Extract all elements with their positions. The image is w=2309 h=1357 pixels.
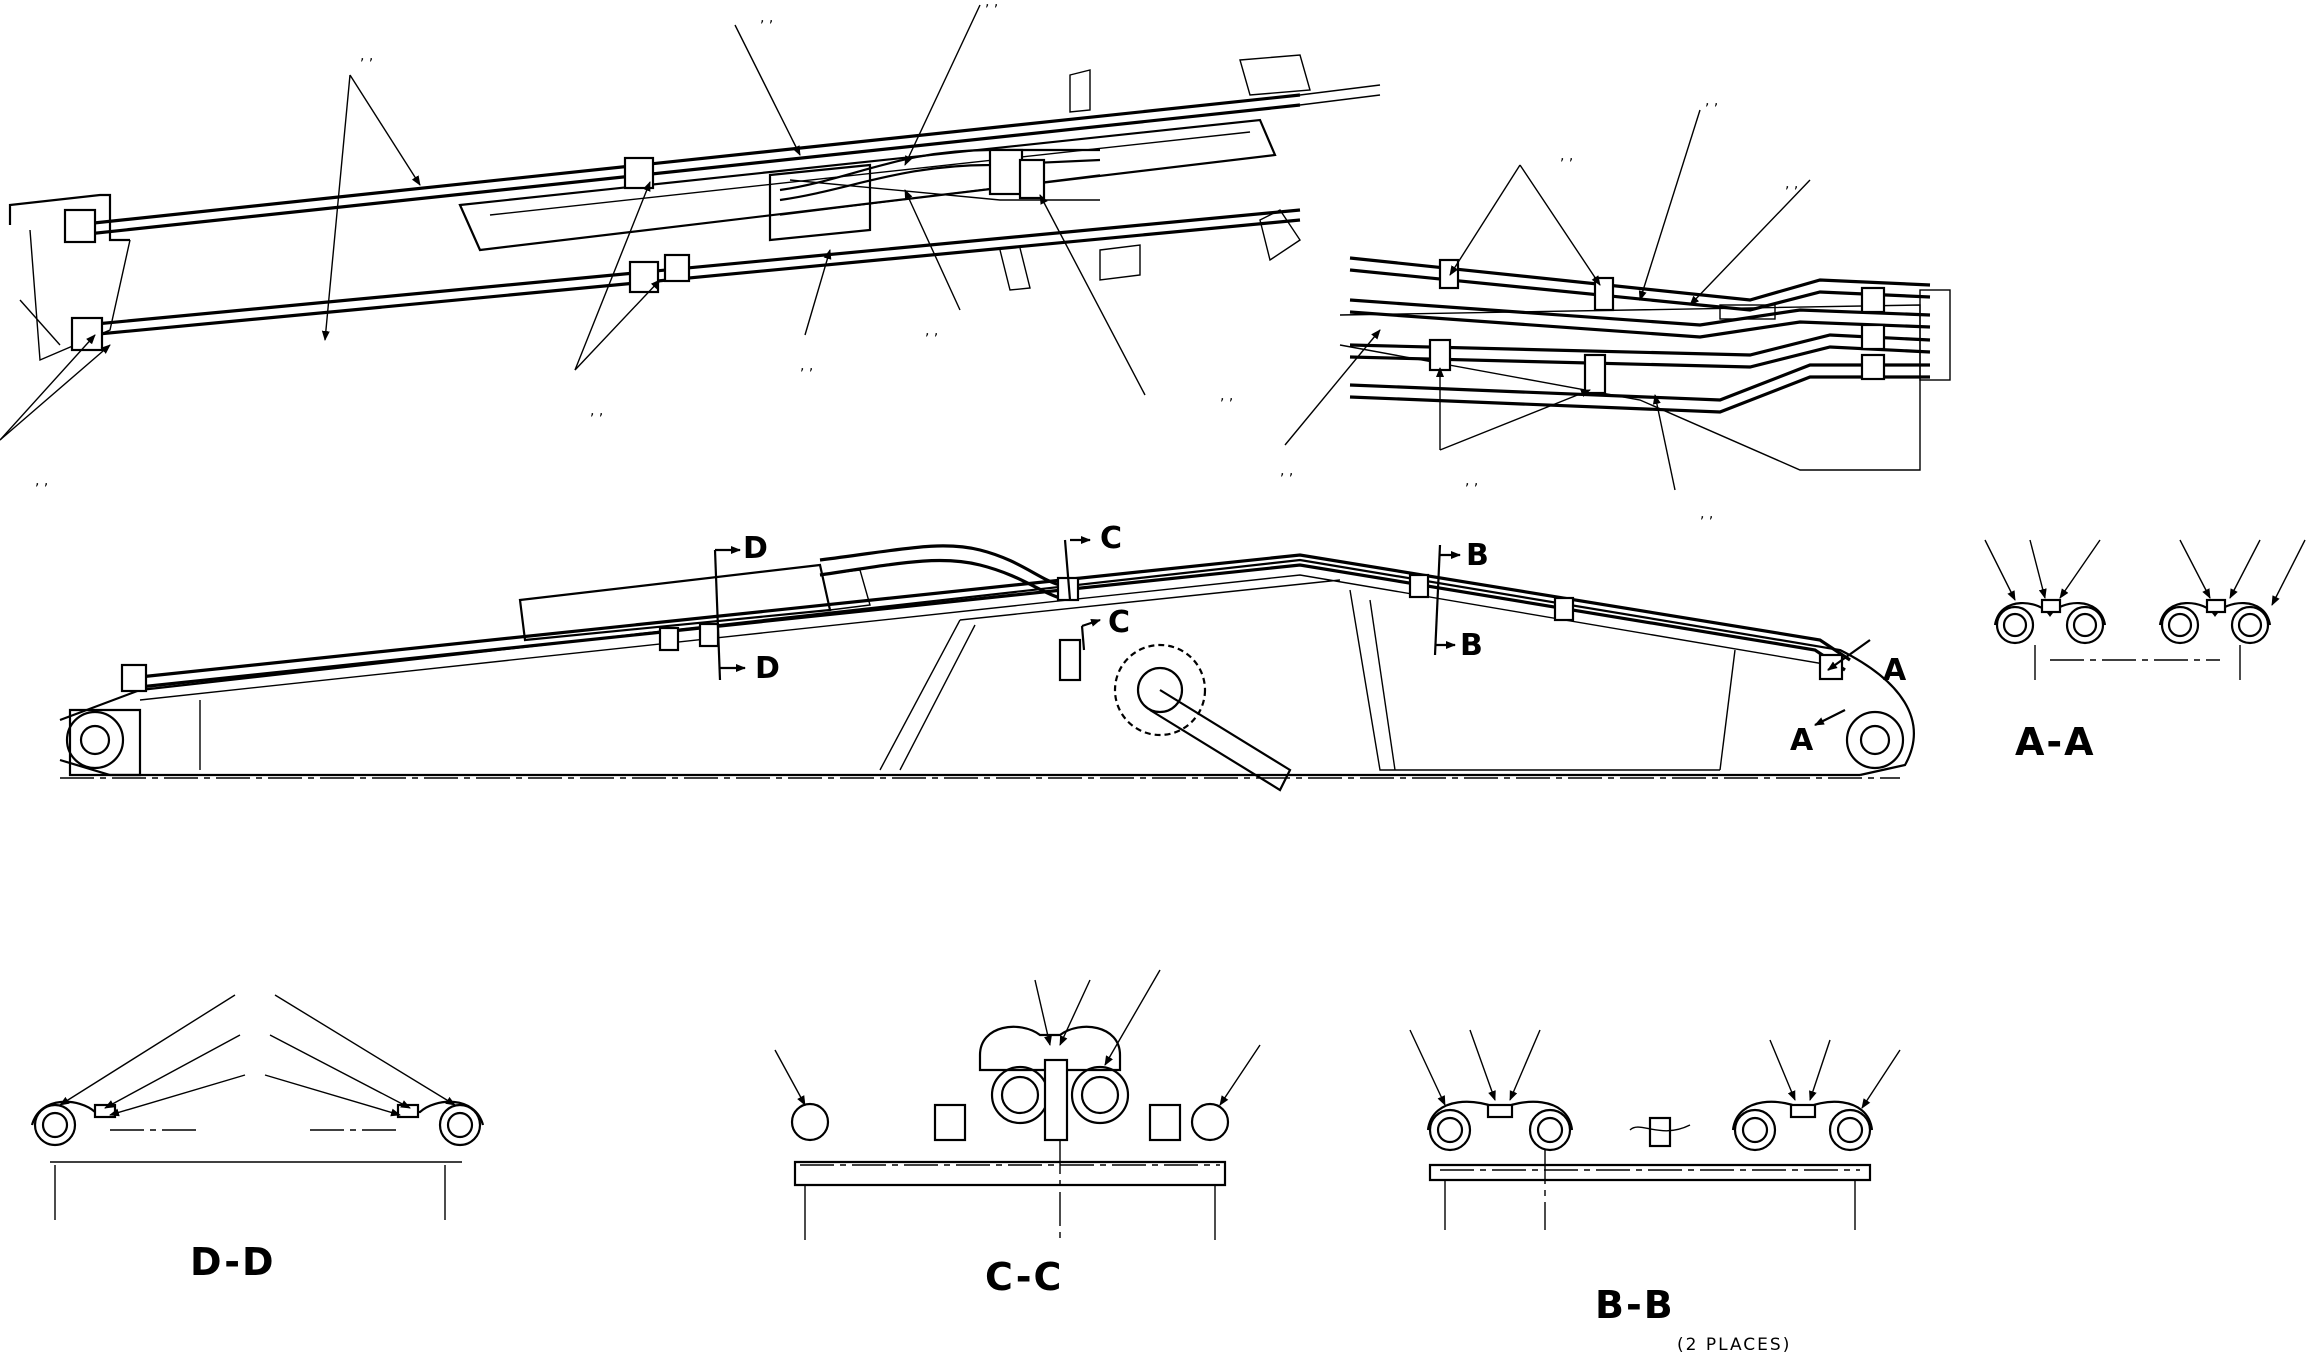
view-title-bb: B-B [1595,1283,1675,1327]
view-title-cc: C-C [985,1255,1063,1299]
top-right-detail-view: , , , , , , , , , , , , [1280,93,1951,522]
leader-tick: , , [1560,148,1573,164]
view-note-bb: (2 PLACES) [1677,1335,1791,1355]
section-view-dd: D-D [30,994,485,1284]
section-marker-d: D [743,531,768,566]
leader-tick: , , [1705,93,1718,109]
top-detail-view: , , , , , , , , , , , , , , , , [0,0,1381,489]
leader-tick: , , [800,358,813,374]
view-title-dd: D-D [190,1240,276,1284]
section-marker-b: B [1466,538,1489,573]
section-marker-c: C [1100,521,1122,556]
section-marker-a: A [1883,653,1907,688]
section-marker-a: A [1790,723,1814,758]
section-marker-b: B [1460,628,1483,663]
leader-tick: , , [360,48,373,64]
leader-tick: , , [925,323,938,339]
leader-tick: , , [1785,176,1798,192]
leader-tick: , , [590,403,603,419]
leader-tick: , , [985,0,998,10]
boom-side-view: D D C C B B A A [59,521,1915,792]
section-view-bb: B-B (2 PLACES) [1409,1029,1901,1355]
section-marker-d: D [755,651,780,686]
section-view-aa: A-A [1984,539,2306,764]
view-title-aa: A-A [2015,720,2096,764]
leader-tick: , , [760,10,773,26]
section-view-cc: C-C [774,969,1261,1299]
leader-tick: , , [1220,388,1233,404]
leader-tick: , , [35,473,48,489]
leader-tick: , , [1465,473,1478,489]
leader-tick: , , [1280,463,1293,479]
section-marker-c: C [1108,605,1130,640]
leader-tick: , , [1700,506,1713,522]
